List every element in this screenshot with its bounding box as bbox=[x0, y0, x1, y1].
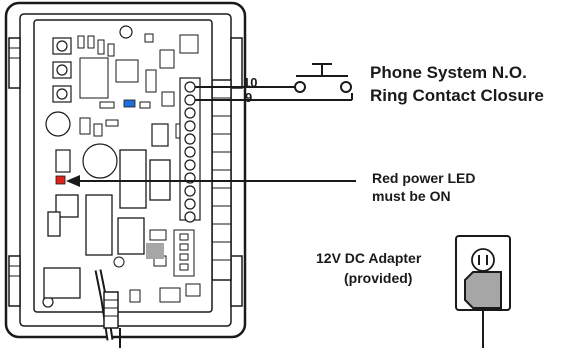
wire-terminal-9 bbox=[195, 93, 353, 101]
normally-open-switch-icon bbox=[294, 63, 352, 93]
device-enclosure bbox=[4, 1, 247, 339]
relay bbox=[146, 243, 164, 259]
phone-system-label-line2: Ring Contact Closure bbox=[370, 86, 544, 105]
adapter-label-line1: 12V DC Adapter bbox=[316, 250, 422, 266]
led-label-line1: Red power LED bbox=[372, 170, 476, 186]
blue-indicator bbox=[123, 99, 136, 108]
led-label-line2: must be ON bbox=[372, 188, 451, 204]
circuit-board bbox=[33, 19, 213, 313]
phone-system-label-line1: Phone System N.O. bbox=[370, 63, 527, 82]
terminal-10-label: 10 bbox=[243, 75, 258, 90]
terminal-block bbox=[179, 77, 201, 223]
red-power-led bbox=[55, 175, 66, 185]
plug-icon bbox=[464, 271, 502, 348]
led-pointer-arrow bbox=[66, 175, 356, 187]
power-cable bbox=[94, 269, 121, 348]
terminal-9-label: 9 bbox=[245, 90, 253, 105]
adapter-label-line2: (provided) bbox=[344, 270, 413, 286]
